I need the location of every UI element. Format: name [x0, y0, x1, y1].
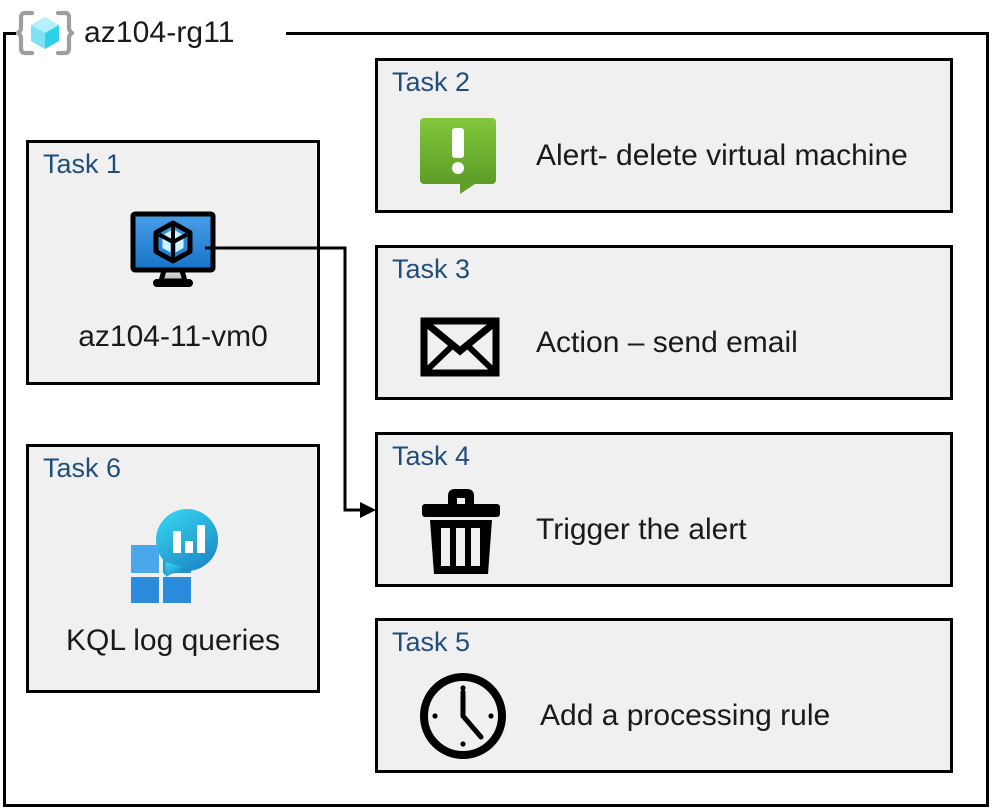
trash-can-icon	[418, 484, 504, 576]
task-2-caption: Alert- delete virtual machine	[536, 138, 908, 172]
task-3-caption: Action – send email	[536, 325, 798, 359]
task-card-6[interactable]: Task 6 KQL log queries	[26, 444, 320, 693]
task-5-label: Task 5	[392, 627, 471, 657]
log-analytics-icon	[29, 501, 317, 609]
task-card-5[interactable]: Task 5 Add a processing rule	[375, 618, 953, 773]
task-card-2[interactable]: Task 2 Alert- delete virtual machine	[375, 58, 953, 213]
task-card-3[interactable]: Task 3 Action – send email	[375, 245, 953, 400]
envelope-icon	[418, 303, 504, 383]
resource-group-header: az104-rg11	[14, 8, 235, 58]
task-3-label: Task 3	[392, 254, 471, 284]
azure-resource-group-icon	[14, 10, 76, 56]
task-1-caption: az104-11-vm0	[78, 320, 268, 353]
task-1-label: Task 1	[43, 149, 122, 179]
task-2-label: Task 2	[392, 67, 471, 97]
resource-group-title: az104-rg11	[84, 16, 235, 49]
task-card-4[interactable]: Task 4 Trigger the alert	[375, 432, 953, 587]
task-4-caption: Trigger the alert	[536, 512, 747, 546]
alert-bubble-icon	[418, 116, 504, 196]
title-border-notch	[16, 20, 286, 46]
task-4-label: Task 4	[392, 441, 471, 471]
task-6-caption: KQL log queries	[65, 624, 280, 657]
clock-icon	[418, 671, 508, 761]
task-5-caption: Add a processing rule	[540, 698, 831, 732]
task-6-label: Task 6	[43, 453, 122, 483]
task-card-1[interactable]: Task 1	[26, 140, 320, 385]
virtual-machine-icon	[29, 197, 317, 305]
